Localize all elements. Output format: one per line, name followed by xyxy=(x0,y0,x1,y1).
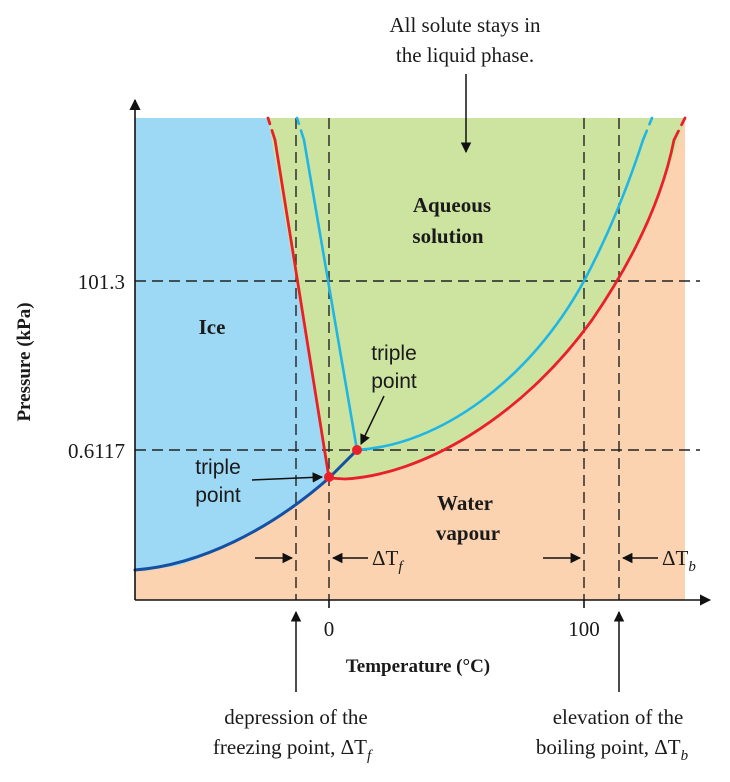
top-note-line2: the liquid phase. xyxy=(396,43,534,67)
pure-water-vaporization-curve xyxy=(355,138,645,452)
triple-point-solution-label2: point xyxy=(195,484,241,507)
x-tick-label-0: 0 xyxy=(324,617,335,641)
triple-point-water-label2: point xyxy=(371,370,417,393)
pure-water-vaporization-curve-dashed xyxy=(641,116,654,142)
solution-fusion-curve xyxy=(273,138,331,480)
solution-vaporization-curve xyxy=(327,138,676,481)
y-tick-0-6117: 0.6117 xyxy=(68,439,125,463)
delta-tb-label: ΔTb xyxy=(662,546,696,575)
pure-water-sublimation-curve xyxy=(327,448,359,480)
bottom-left-line2: freezing point, ΔTf xyxy=(213,735,373,764)
vapour-label-line2: vapour xyxy=(436,521,500,545)
solution-vaporization-curve-dashed xyxy=(672,116,687,142)
triple-point-water-dot xyxy=(352,445,362,455)
x-axis-title: Temperature (°C) xyxy=(346,656,490,677)
x-tick-label-100: 100 xyxy=(568,617,600,641)
y-tick-101-3: 101.3 xyxy=(78,270,125,294)
axes xyxy=(129,98,712,608)
aqueous-label-line1: Aqueous xyxy=(413,193,491,217)
curves xyxy=(133,116,687,572)
triple-point-water-arrow xyxy=(360,395,385,445)
ice-label: Ice xyxy=(199,315,226,339)
ice-region xyxy=(135,118,329,570)
triple-point-solution-label1: triple xyxy=(195,456,241,479)
triple-point-water-label1: triple xyxy=(371,342,417,365)
triple-point-solution-arrow xyxy=(251,472,324,483)
triple-point-solution-dot xyxy=(324,472,334,482)
solution-fusion-curve-dashed xyxy=(266,116,277,142)
top-note-line1: All solute stays in xyxy=(389,13,541,37)
guide-lines xyxy=(135,118,700,600)
aqueous-label-line2: solution xyxy=(412,224,484,248)
delta-tf-label: ΔTf xyxy=(372,546,404,575)
pure-water-fusion-curve xyxy=(302,138,359,452)
sublimation-curve xyxy=(133,476,331,572)
bottom-right-line2: boiling point, ΔTb xyxy=(536,735,689,764)
y-axis-title: Pressure (kPa) xyxy=(14,302,35,421)
liquid-region xyxy=(268,118,685,479)
region-fills xyxy=(135,118,685,600)
bottom-left-line1: depression of the xyxy=(224,705,367,729)
vapour-label-line1: Water xyxy=(437,491,493,515)
pure-water-fusion-curve-dashed xyxy=(295,116,306,142)
bottom-right-line1: elevation of the xyxy=(553,705,684,729)
